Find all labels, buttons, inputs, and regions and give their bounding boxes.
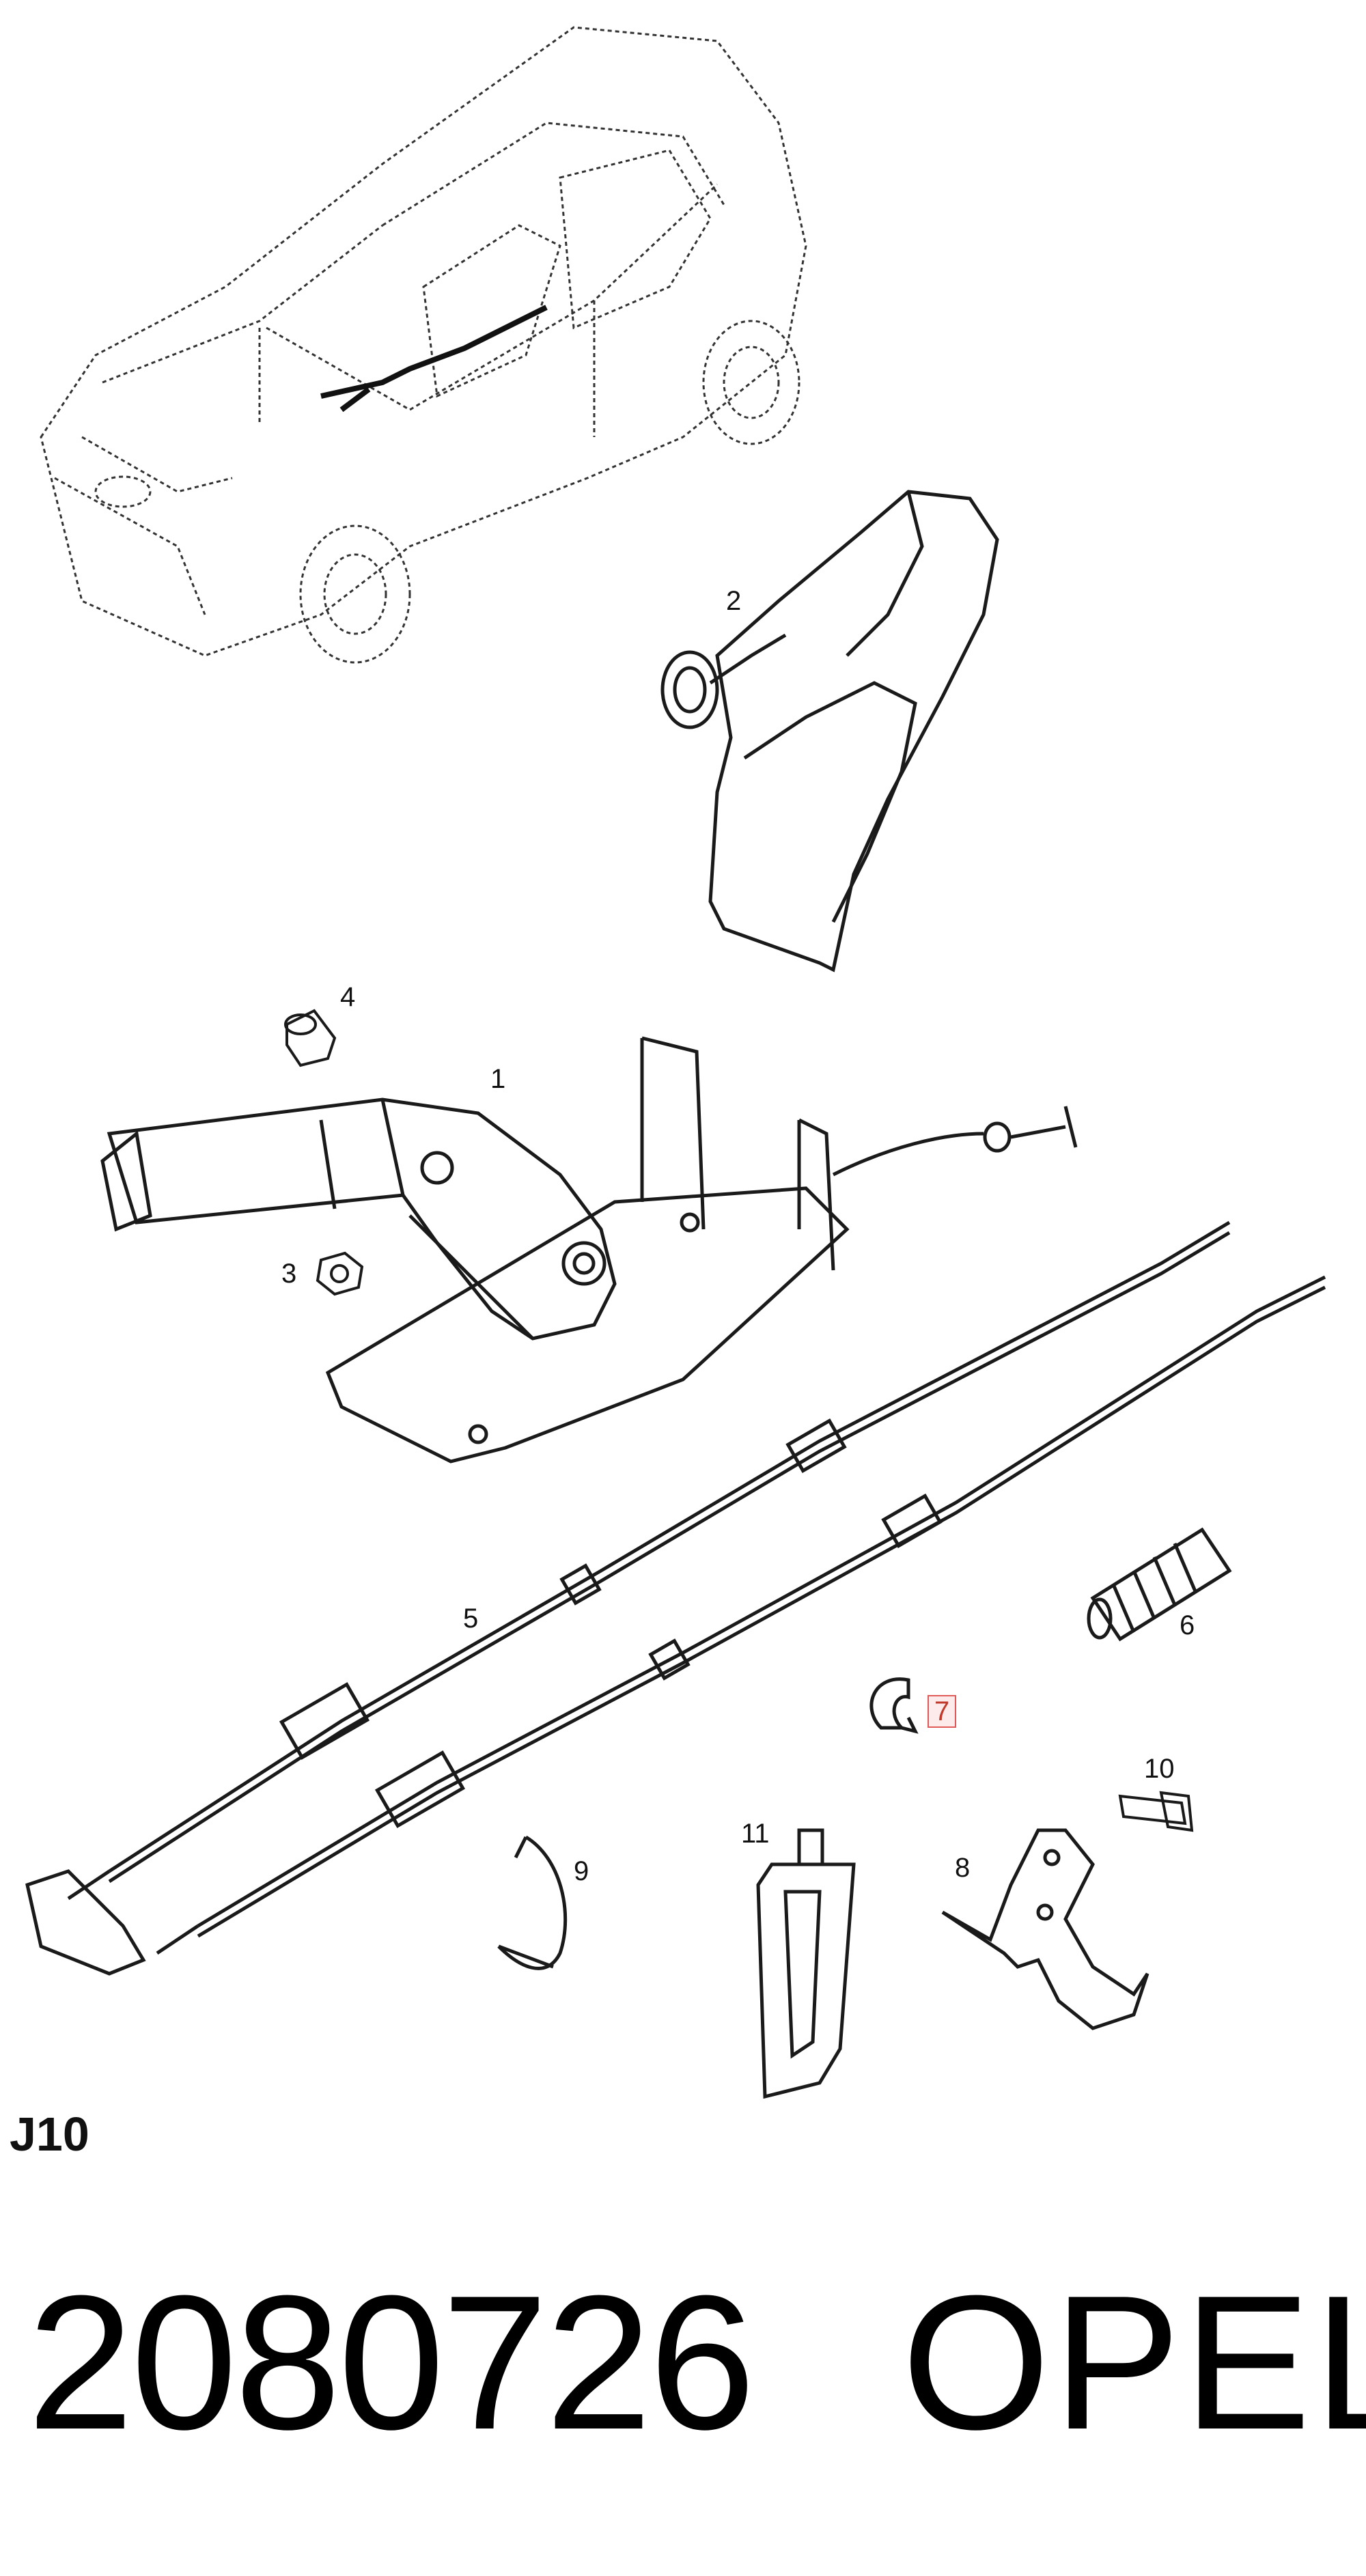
bracket-part xyxy=(941,1828,1149,2030)
callout-6: 6 xyxy=(1180,1610,1195,1640)
callout-11: 11 xyxy=(741,1819,770,1849)
callout-8: 8 xyxy=(955,1853,971,1883)
grease-tube-part xyxy=(756,1828,856,2099)
car-outline-drawing xyxy=(40,26,807,664)
callout-5: 5 xyxy=(463,1604,479,1634)
callout-2: 2 xyxy=(726,586,742,616)
clip-part xyxy=(869,1677,919,1734)
spring-clip-part xyxy=(497,1835,568,1970)
cap-part xyxy=(284,1009,337,1067)
brand-name: OPEL xyxy=(902,2256,1366,2469)
diagram-code: J10 xyxy=(10,2108,89,2161)
nut-part xyxy=(316,1251,364,1296)
callout-4: 4 xyxy=(340,982,356,1012)
car-brake-location-mark xyxy=(320,305,548,412)
callout-1: 1 xyxy=(490,1064,506,1094)
brake-cables-part xyxy=(25,1220,1326,1976)
part-number: 2080726 xyxy=(27,2256,755,2469)
bellows-part xyxy=(1087,1527,1232,1642)
callout-3: 3 xyxy=(281,1259,297,1289)
console-cover-part xyxy=(660,490,999,972)
callout-10: 10 xyxy=(1144,1754,1175,1784)
bolt-part xyxy=(1118,1791,1194,1832)
callout-9: 9 xyxy=(574,1856,589,1886)
handbrake-lever-part xyxy=(100,1036,1078,1464)
callout-7: 7 xyxy=(928,1695,957,1728)
